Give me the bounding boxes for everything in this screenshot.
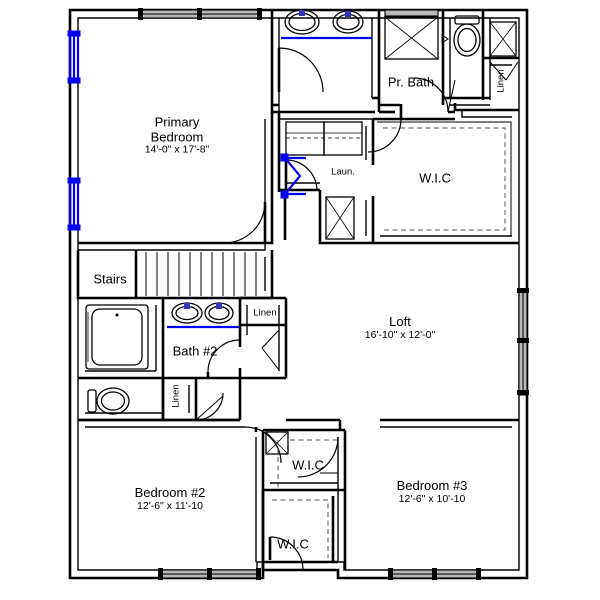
sink-icon-b2-left: [171, 302, 203, 324]
stair-treads: [145, 252, 257, 296]
door-primary-to-bath: [277, 47, 324, 93]
window-right-loft: [517, 288, 529, 396]
window-left-upper: [67, 30, 81, 84]
bedroom3-area: [261, 428, 347, 571]
loft-area: [286, 418, 519, 430]
doors: [223, 47, 519, 244]
door-laundry-bifold: [280, 153, 306, 199]
stairs-area: [76, 250, 274, 300]
window-bottom-bedroom3: [388, 568, 481, 580]
sink-icon-pr-left: [284, 9, 320, 35]
window-top-primary: [138, 8, 262, 20]
shower-icon: [384, 9, 449, 60]
door-laundry: [284, 159, 318, 192]
sink-icon-pr-right: [332, 10, 364, 34]
door-bedroom2: [244, 426, 282, 464]
door-wic-b3: [297, 436, 339, 478]
exterior-windows: [67, 8, 529, 580]
door-wic-primary: [367, 104, 403, 153]
toilet-icon-pr: [453, 15, 481, 57]
wic-shelf-marker: [265, 431, 289, 455]
door-pr-toilet: [413, 77, 456, 113]
toilet-icon-b2: [87, 387, 130, 415]
door-linen-pr: [489, 61, 519, 81]
bathtub-icon: [85, 304, 149, 370]
door-linen-b2: [261, 329, 280, 371]
door-wic-b2: [268, 536, 304, 571]
window-left-lower: [67, 177, 81, 231]
interior-walls-upper: [78, 10, 519, 251]
dryer-icon: [323, 121, 363, 156]
laundry-appliances: [285, 121, 363, 156]
door-bath2: [206, 339, 242, 378]
door-primary-lower: [223, 201, 267, 244]
primary-bath-fixtures: [281, 9, 481, 60]
sink-icon-b2-right: [204, 302, 234, 324]
window-bottom-bedroom2: [158, 568, 261, 580]
